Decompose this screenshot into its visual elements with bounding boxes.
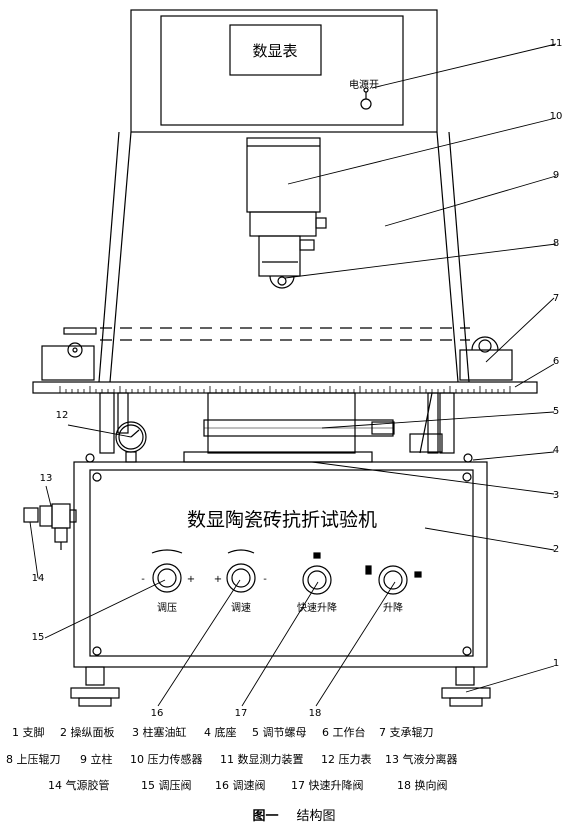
legend-row-3: 14 气源胶管 15 调压阀 16 调速阀 17 快速升降阀 18 换向阀 [48, 777, 448, 793]
legend-item: 15 调压阀 [141, 779, 192, 792]
pressure-gauge-icon [115, 421, 147, 463]
callout-number-1: 1 [553, 658, 559, 669]
knob-plus-sign: + [214, 574, 222, 585]
upper-roller-holder [258, 235, 301, 277]
callout-number-14: 14 [32, 573, 45, 584]
callout-number-3: 3 [553, 490, 559, 501]
panel-screws [85, 453, 473, 656]
legend-item: 8 上压辊刀 [6, 753, 61, 766]
legend-row-2: 8 上压辊刀 9 立柱 10 压力传感器 11 数显测力装置 12 压力表 13… [6, 751, 458, 767]
callout-number-13: 13 [40, 473, 53, 484]
legend-item: 12 压力表 [321, 753, 372, 766]
legend-item: 16 调速阀 [215, 779, 266, 792]
knob-minus-sign: - [141, 574, 145, 585]
callout-number-17: 17 [235, 708, 248, 719]
display-panel [160, 15, 404, 126]
callout-number-2: 2 [553, 544, 559, 555]
support-roller-left-icon [41, 327, 97, 381]
callout-number-7: 7 [553, 293, 559, 304]
direction-knob-icon [365, 565, 422, 595]
legend-item: 5 调节螺母 [252, 726, 307, 739]
callout-number-9: 9 [553, 170, 559, 181]
figure-number: 图一 [252, 809, 279, 824]
column-body [98, 131, 470, 383]
callout-number-18: 18 [309, 708, 322, 719]
callout-number-6: 6 [553, 356, 559, 367]
legend-row-1: 1 支脚 2 操纵面板 3 柱塞油缸 4 底座 5 调节螺母 6 工作台 7 支… [12, 724, 434, 740]
knob-plus-sign: + [187, 574, 195, 585]
knob-minus-sign: - [263, 574, 267, 585]
power-switch-icon [360, 87, 372, 110]
legend-item: 1 支脚 [12, 726, 45, 739]
plunger-cylinder [207, 392, 356, 454]
legend-item: 13 气液分离器 [385, 753, 458, 766]
pressure-sensor [246, 137, 321, 213]
support-roller-right-icon [459, 336, 513, 381]
sensor-nut [249, 211, 317, 237]
legend-item: 18 换向阀 [397, 779, 448, 792]
upper-roller-icon [269, 275, 295, 289]
legend-item: 14 气源胶管 [48, 779, 110, 792]
worktable [32, 381, 538, 394]
power-switch-label: 电源开 [349, 78, 379, 91]
legend-item: 4 底座 [204, 726, 237, 739]
operating-panel [89, 469, 474, 657]
callout-number-8: 8 [553, 238, 559, 249]
legend-item: 7 支承辊刀 [379, 726, 434, 739]
upper-housing [130, 9, 438, 133]
legend-item: 10 压力传感器 [130, 753, 203, 766]
legend-item: 2 操纵面板 [60, 726, 115, 739]
machine-title: 数显陶瓷砖抗折试验机 [187, 509, 377, 531]
callout-number-15: 15 [32, 632, 45, 643]
callout-number-16: 16 [151, 708, 164, 719]
fast-lift-knob-icon [302, 552, 332, 595]
knob-label-pressure: 调压 [157, 602, 177, 614]
pressure-knob-icon [151, 549, 183, 593]
speed-knob-icon [226, 549, 256, 593]
display-label: 数显表 [252, 42, 297, 60]
legend-item: 17 快速升降阀 [291, 779, 364, 792]
knob-label-direction: 升降 [383, 601, 403, 614]
knob-label-speed: 调速 [231, 602, 251, 614]
figure-caption: 图一 结构图 [0, 805, 588, 824]
legend-item: 9 立柱 [80, 753, 113, 766]
leader-lines [29, 43, 557, 707]
legend-item: 3 柱塞油缸 [132, 726, 187, 739]
base-housing [73, 461, 488, 668]
figure-title: 结构图 [296, 809, 336, 824]
feet [70, 666, 491, 707]
legend-item: 11 数显测力装置 [220, 753, 304, 766]
callout-number-11: 11 [550, 38, 563, 49]
callout-number-10: 10 [550, 111, 563, 122]
callout-number-4: 4 [553, 445, 559, 456]
callout-number-5: 5 [553, 406, 559, 417]
callout-number-12: 12 [56, 410, 69, 421]
separator-icon [23, 503, 77, 550]
worktable-scale [59, 386, 511, 393]
legend-item: 6 工作台 [322, 726, 366, 739]
display-screen [229, 24, 322, 76]
knob-label-fast-lift: 快速升降 [297, 601, 337, 614]
